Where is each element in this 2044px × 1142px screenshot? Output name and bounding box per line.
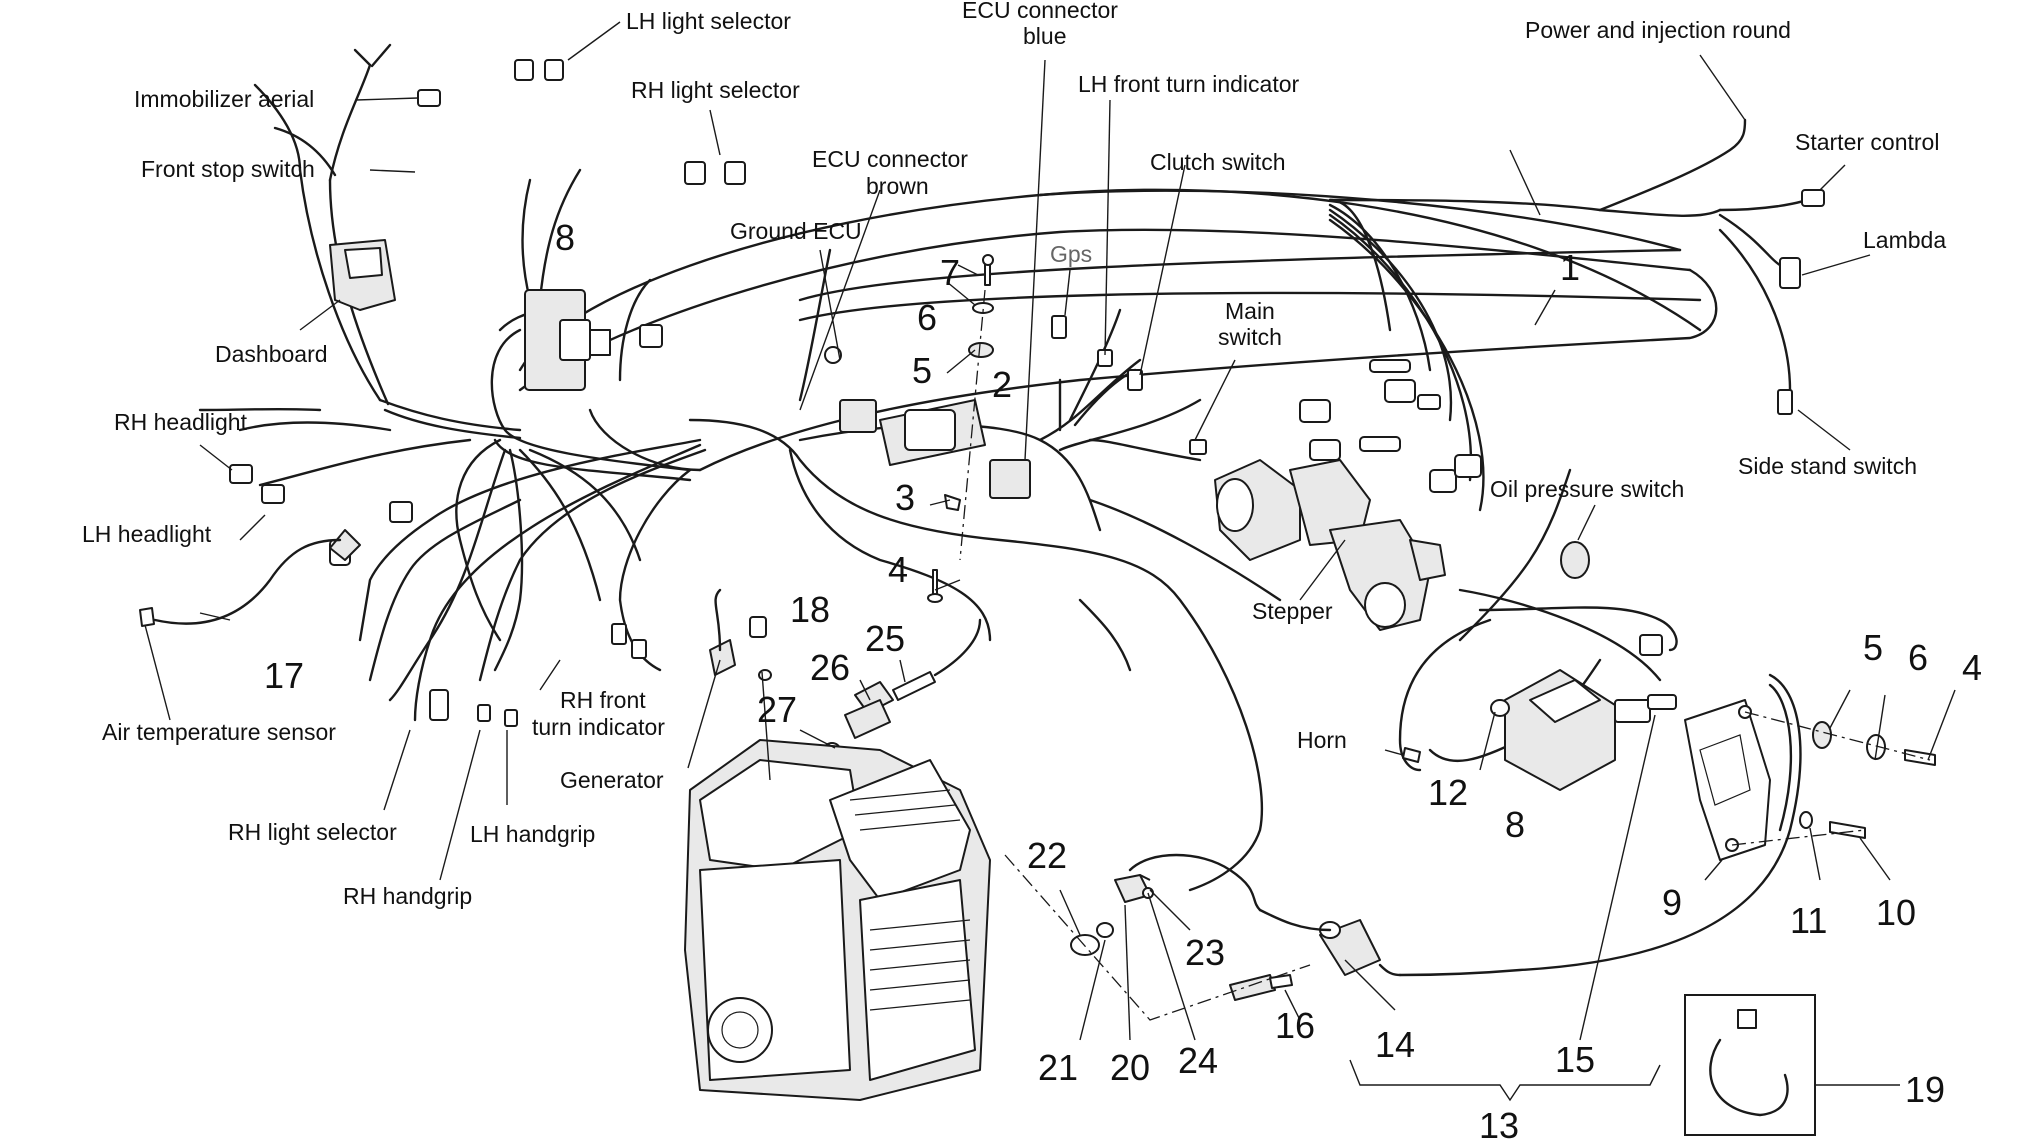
main-harness — [518, 188, 1718, 472]
part-number-6-right: 6 — [1908, 637, 1928, 678]
part-number-19: 19 — [1905, 1069, 1945, 1110]
label-lh-headlight: LH headlight — [82, 521, 212, 547]
part-number-22: 22 — [1027, 835, 1067, 876]
part-number-10: 10 — [1876, 892, 1916, 933]
part-number-26: 26 — [810, 647, 850, 688]
part-number-23: 23 — [1185, 932, 1225, 973]
part-number-17: 17 — [264, 655, 304, 696]
throttle-bodies — [1214, 459, 1446, 631]
label-rh-light-selector-top: RH light selector — [631, 77, 800, 103]
mounting-plate-part-9 — [1684, 699, 1771, 861]
oil-pressure-switch-part — [1560, 541, 1590, 579]
part-number-27: 27 — [757, 689, 797, 730]
relay-part-8-top — [524, 289, 611, 391]
leader-lines — [144, 21, 1956, 1086]
part-number-25: 25 — [865, 618, 905, 659]
pickup-sensor-parts — [1004, 853, 1332, 1021]
part-number-12: 12 — [1428, 772, 1468, 813]
part-number-20: 20 — [1110, 1047, 1150, 1088]
part-number-15: 15 — [1555, 1039, 1595, 1080]
label-horn: Horn — [1297, 727, 1347, 753]
label-air-temperature-sensor: Air temperature sensor — [102, 719, 336, 745]
part-number-3: 3 — [895, 477, 915, 518]
label-rh-handgrip: RH handgrip — [343, 883, 472, 909]
bracket-13 — [1349, 1059, 1661, 1102]
part-number-16: 16 — [1275, 1005, 1315, 1046]
spark-plug-part-16 — [1229, 974, 1293, 1001]
part-number-1: 1 — [1560, 247, 1580, 288]
sensor-parts-25-26-27 — [823, 618, 982, 758]
part-number-11: 11 — [1790, 900, 1827, 941]
lower-left-wires — [358, 438, 707, 722]
label-stepper: Stepper — [1252, 598, 1333, 624]
cable-tie-box-19 — [1684, 994, 1816, 1136]
right-harness-branches — [1328, 118, 1822, 763]
part-number-21: 21 — [1038, 1047, 1078, 1088]
label-clutch-switch: Clutch switch — [1150, 149, 1285, 175]
part-number-5-right: 5 — [1863, 627, 1883, 668]
label-rh-light-selector-bottom: RH light selector — [228, 819, 397, 845]
label-main-switch-line2: switch — [1218, 324, 1282, 350]
label-ecu-connector-blue-line1: ECU connector — [962, 0, 1118, 23]
horn-cable — [1378, 468, 1802, 977]
label-generator: Generator — [560, 767, 664, 793]
part-number-4-right: 4 — [1962, 647, 1982, 688]
label-ground-ecu: Ground ECU — [730, 218, 862, 244]
misc-small-parts — [139, 529, 1421, 763]
label-lambda: Lambda — [1863, 227, 1946, 253]
left-harness-branches — [198, 43, 692, 702]
label-lh-handgrip: LH handgrip — [470, 821, 595, 847]
dashboard-part — [329, 239, 396, 311]
fasteners-5-6-4-11-10 — [1731, 711, 1936, 846]
label-gps: Gps — [1050, 241, 1092, 267]
ecu-area-wires — [618, 248, 1282, 892]
label-main-switch-line1: Main — [1225, 298, 1275, 324]
part-number-4-center: 4 — [888, 549, 908, 590]
part-number-9: 9 — [1662, 882, 1682, 923]
part-number-8-top: 8 — [555, 217, 575, 258]
label-ecu-connector-brown-line2: brown — [866, 173, 929, 199]
label-rh-front-turn-indicator-line1: RH front — [560, 687, 646, 713]
part-number-24: 24 — [1178, 1040, 1218, 1081]
label-starter-control: Starter control — [1795, 129, 1939, 155]
label-power-and-injection-round: Power and injection round — [1525, 17, 1791, 43]
part-number-8-bottom: 8 — [1505, 804, 1525, 845]
part-numbers: 1 2 3 4 4 5 5 6 6 7 8 8 9 10 11 12 13 14… — [264, 217, 1982, 1142]
engine-block — [684, 739, 991, 1101]
label-front-stop-switch: Front stop switch — [141, 156, 315, 182]
part-number-2: 2 — [992, 364, 1012, 405]
ecu-mount-hardware — [927, 254, 994, 603]
connectors — [229, 59, 1825, 727]
label-lh-light-selector-top: LH light selector — [626, 8, 791, 34]
part-number-5-center: 5 — [912, 350, 932, 391]
label-immobilizer-aerial: Immobilizer aerial — [134, 86, 314, 112]
label-lh-front-turn-indicator: LH front turn indicator — [1078, 71, 1300, 97]
ignition-coil-part-8 — [1490, 669, 1677, 791]
label-rh-headlight: RH headlight — [114, 409, 248, 435]
part-number-13: 13 — [1479, 1105, 1519, 1142]
part-number-7: 7 — [940, 252, 960, 293]
label-side-stand-switch: Side stand switch — [1738, 453, 1917, 479]
label-ecu-connector-blue-line2: blue — [1023, 23, 1066, 49]
label-ecu-connector-brown-line1: ECU connector — [812, 146, 968, 172]
part-number-14: 14 — [1375, 1024, 1415, 1065]
spark-plug-cap-part-14 — [1319, 919, 1381, 976]
label-rh-front-turn-indicator-line2: turn indicator — [532, 714, 665, 740]
ecu-connectors — [824, 346, 1031, 511]
callout-labels: LH light selector Immobilizer aerial Fro… — [82, 0, 1946, 909]
label-oil-pressure-switch: Oil pressure switch — [1490, 476, 1684, 502]
part-number-6-center: 6 — [917, 297, 937, 338]
part-number-18: 18 — [790, 589, 830, 630]
label-dashboard: Dashboard — [215, 341, 328, 367]
